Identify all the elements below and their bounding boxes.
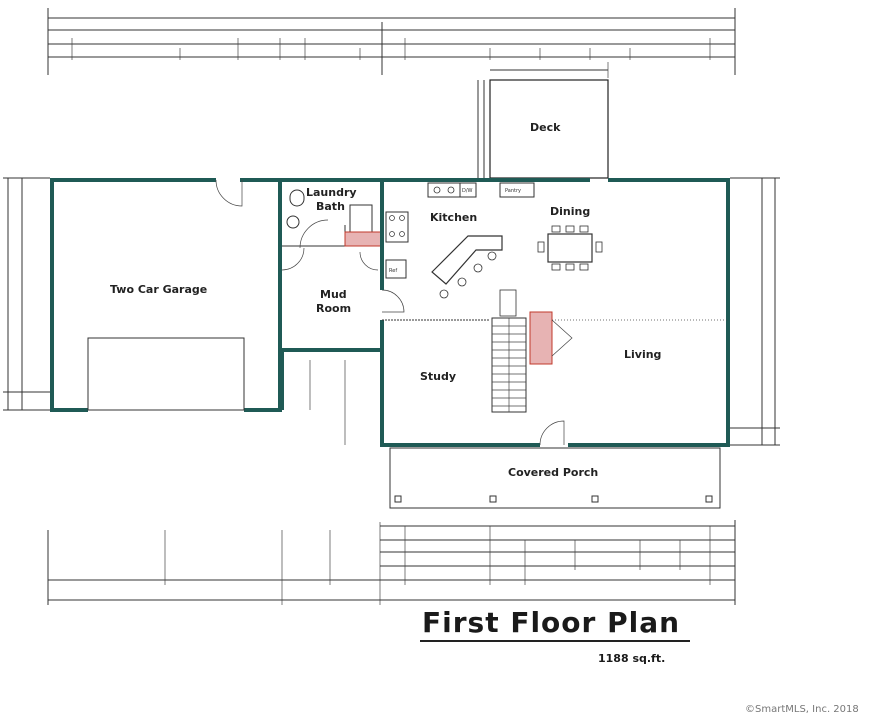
room-label-laundry: Laundry <box>306 186 357 199</box>
room-label-room: Room <box>316 302 351 315</box>
room-label-dining: Dining <box>550 205 590 218</box>
copyright-notice: ©SmartMLS, Inc. 2018 <box>745 704 859 715</box>
label-ref: Ref <box>389 268 397 274</box>
main-house: D/W Pantry Ref <box>380 178 730 447</box>
label-pantry: Pantry <box>505 188 521 194</box>
room-label-garage: Two Car Garage <box>110 283 207 296</box>
deck: Deck <box>483 79 609 179</box>
plan-area: 1188 sq.ft. <box>598 652 665 665</box>
room-label-living: Living <box>624 348 661 361</box>
stair-treads <box>492 318 526 412</box>
covered-porch: Covered Porch <box>389 447 721 509</box>
top-dimension-lines <box>47 8 736 78</box>
label-dw: D/W <box>462 188 473 194</box>
room-label-porch: Covered Porch <box>508 466 598 479</box>
laundry-mud-area: Laundry Bath Mud Room <box>280 178 405 410</box>
plan-title: First Floor Plan <box>422 606 680 639</box>
room-label-mud: Mud <box>320 288 347 301</box>
room-label-study: Study <box>420 370 456 383</box>
bottom-dimension-lines <box>47 520 736 605</box>
room-label-deck: Deck <box>530 121 561 134</box>
room-label-kitchen: Kitchen <box>430 211 477 224</box>
room-label-bath: Bath <box>316 200 345 213</box>
title-block: First Floor Plan 1188 sq.ft. ©SmartMLS, … <box>420 606 859 715</box>
side-dimension-lines <box>3 80 780 446</box>
garage: Two Car Garage <box>50 178 282 412</box>
